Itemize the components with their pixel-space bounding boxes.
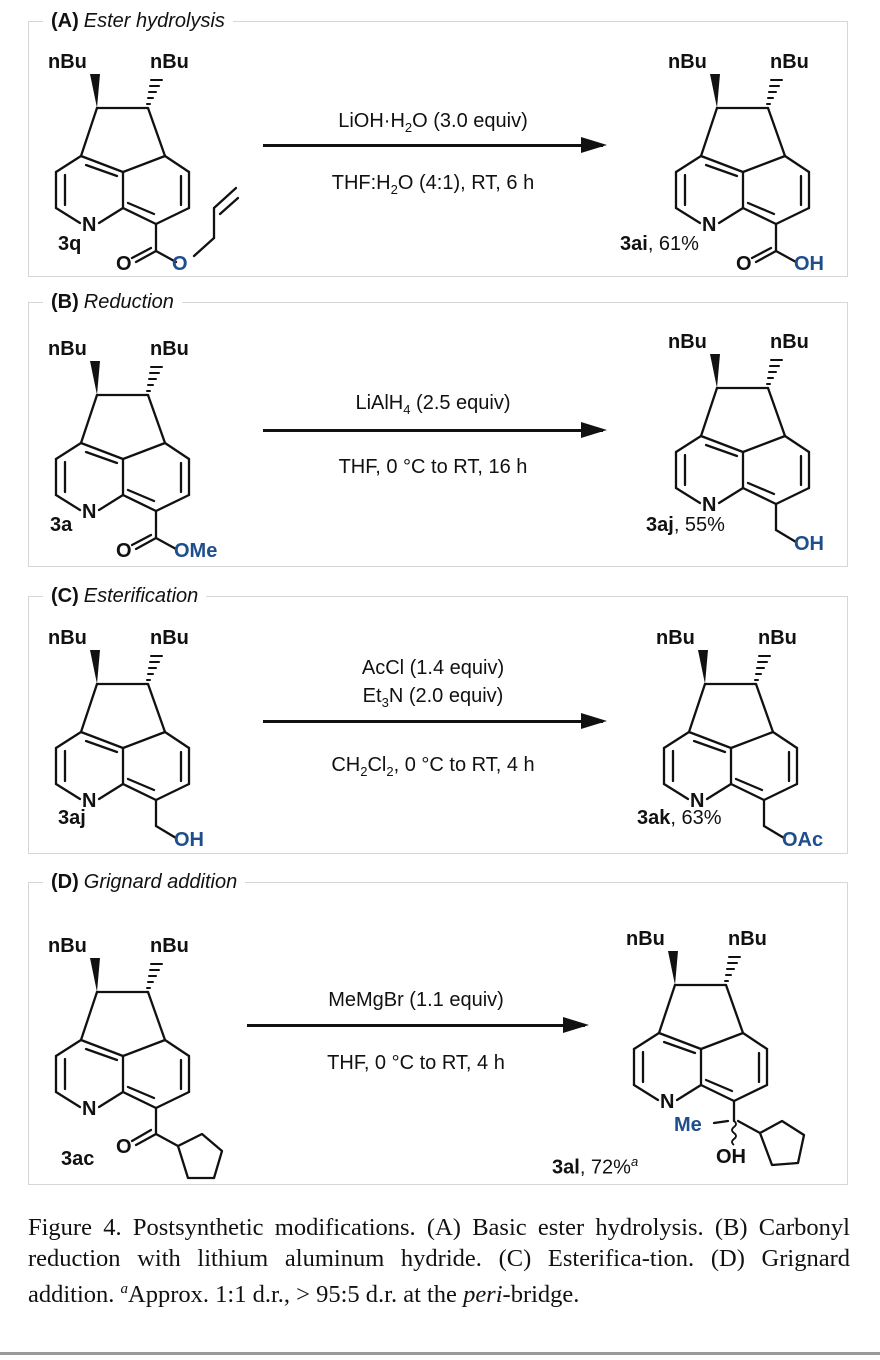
hydroxyl-label: OH bbox=[794, 253, 824, 275]
nitrogen-label: N bbox=[82, 1098, 96, 1120]
nbu-right-label: nBu bbox=[728, 928, 767, 950]
caption-end: -bridge. bbox=[502, 1281, 580, 1309]
compound-label-3ac: 3ac bbox=[61, 1148, 95, 1170]
nitrogen-label: N bbox=[82, 790, 96, 812]
acetate-label: OAc bbox=[782, 829, 823, 851]
conditions-solvent-a: THF:H2O (4:1), RT, 6 h bbox=[331, 172, 535, 197]
conditions-reagent-a: LiOH·H2O (3.0 equiv) bbox=[338, 110, 528, 135]
nbu-right-label: nBu bbox=[150, 935, 189, 957]
nitrogen-label: N bbox=[660, 1091, 674, 1113]
nbu-left-label: nBu bbox=[48, 338, 87, 360]
nbu-left-label: nBu bbox=[48, 935, 87, 957]
carbonyl-oxygen-label: O bbox=[116, 540, 132, 562]
ester-oxygen-label: O bbox=[172, 253, 188, 275]
panel-letter: (A) bbox=[51, 10, 79, 32]
conditions-reagent-b: LiAlH4 (2.5 equiv) bbox=[355, 392, 511, 417]
carbonyl-oxygen-label: O bbox=[116, 1136, 132, 1158]
panel-grignard-addition: (D)Grignard addition bbox=[28, 869, 848, 1185]
nbu-right-label: nBu bbox=[758, 627, 797, 649]
conditions-reagent1-c: AcCl (1.4 equiv) bbox=[361, 657, 505, 679]
compound-label-3ai: 3ai, 61% bbox=[620, 233, 699, 255]
panel-reduction: (B)Reduction bbox=[28, 289, 848, 567]
compound-label-3ak: 3ak, 63% bbox=[637, 807, 722, 829]
figure-label: Figure 4. bbox=[28, 1214, 122, 1241]
compound-label-3aj-reactant: 3aj bbox=[58, 807, 86, 829]
panel-name: Reduction bbox=[83, 291, 174, 313]
panel-letter: (B) bbox=[51, 291, 79, 313]
nbu-left-label: nBu bbox=[48, 627, 87, 649]
nitrogen-label: N bbox=[82, 501, 96, 523]
nbu-left-label: nBu bbox=[656, 627, 695, 649]
nbu-right-label: nBu bbox=[770, 331, 809, 353]
nbu-right-label: nBu bbox=[150, 51, 189, 73]
nitrogen-label: N bbox=[690, 790, 704, 812]
reaction-arrow-a bbox=[263, 137, 607, 153]
compound-label-3aj: 3aj, 55% bbox=[646, 514, 725, 536]
hydroxyl-label: OH bbox=[716, 1146, 746, 1168]
panel-letter: (D) bbox=[51, 871, 79, 893]
compound-label-3a: 3a bbox=[50, 514, 73, 536]
nitrogen-label: N bbox=[702, 494, 716, 516]
molecule-3a: N nBu nBu O OMe bbox=[48, 338, 217, 562]
nbu-left-label: nBu bbox=[626, 928, 665, 950]
conditions-solvent-c: CH2Cl2, 0 °C to RT, 4 h bbox=[331, 754, 535, 779]
conditions-reagent-d: MeMgBr (1.1 equiv) bbox=[328, 989, 504, 1011]
panel-name: Ester hydrolysis bbox=[83, 10, 225, 32]
hydroxyl-label: OH bbox=[174, 829, 204, 851]
molecule-3q: N nBu nBu O O bbox=[48, 51, 240, 275]
nbu-right-label: nBu bbox=[770, 51, 809, 73]
hydroxyl-label: OH bbox=[794, 533, 824, 555]
nitrogen-label: N bbox=[82, 214, 96, 236]
caption-text: Postsynthetic modifications. (A) Basic e… bbox=[28, 1214, 850, 1309]
molecule-3aj-reactant: N nBu nBu OH bbox=[48, 627, 204, 851]
methyl-label: Me bbox=[674, 1114, 702, 1136]
caption-footnote-mark: a bbox=[120, 1281, 129, 1297]
panel-name: Grignard addition bbox=[83, 871, 238, 893]
molecule-3ak: N nBu nBu OAc bbox=[656, 627, 823, 851]
reaction-arrow-b bbox=[263, 422, 607, 438]
panel-title: (B)Reduction bbox=[43, 289, 182, 315]
conditions-solvent-b: THF, 0 °C to RT, 16 h bbox=[338, 456, 528, 478]
molecule-3aj: N nBu nBu OH bbox=[668, 331, 824, 555]
compound-label-3q: 3q bbox=[58, 233, 82, 255]
panel-ester-hydrolysis: (A)Ester hydrolysis bbox=[28, 8, 848, 277]
molecule-3al: N nBu nBu OH Me bbox=[626, 928, 806, 1168]
nbu-right-label: nBu bbox=[150, 627, 189, 649]
caption-italic: peri bbox=[463, 1281, 503, 1309]
carbonyl-oxygen-label: O bbox=[736, 253, 752, 275]
nitrogen-label: N bbox=[702, 214, 716, 236]
reaction-arrow-c bbox=[263, 713, 607, 729]
carbonyl-oxygen-label: O bbox=[116, 253, 132, 275]
nbu-left-label: nBu bbox=[668, 51, 707, 73]
nbu-right-label: nBu bbox=[150, 338, 189, 360]
bottom-rule bbox=[0, 1352, 880, 1355]
caption-footnote-text: Approx. 1:1 d.r., > 95:5 d.r. at the bbox=[128, 1281, 464, 1309]
nbu-left-label: nBu bbox=[668, 331, 707, 353]
panel-name: Esterification bbox=[83, 585, 199, 607]
panel-letter: (C) bbox=[51, 585, 79, 607]
panel-title: (D)Grignard addition bbox=[43, 869, 246, 895]
conditions-reagent2-c: Et3N (2.0 equiv) bbox=[362, 685, 504, 710]
compound-label-3al: 3al, 72%a bbox=[552, 1154, 639, 1179]
panel-title: (C)Esterification bbox=[43, 583, 207, 609]
nbu-left-label: nBu bbox=[48, 51, 87, 73]
molecule-3ac: N nBu nBu O bbox=[48, 935, 224, 1180]
figure-caption: Figure 4. Postsynthetic modifications. (… bbox=[28, 1212, 850, 1310]
reaction-arrow-d bbox=[247, 1017, 589, 1033]
panel-title: (A)Ester hydrolysis bbox=[43, 8, 233, 34]
conditions-solvent-d: THF, 0 °C to RT, 4 h bbox=[327, 1052, 505, 1074]
panel-esterification: (C)Esterification bbox=[28, 583, 848, 854]
methoxy-label: OMe bbox=[174, 540, 217, 562]
molecule-3ai: N nBu nBu O OH bbox=[668, 51, 824, 275]
